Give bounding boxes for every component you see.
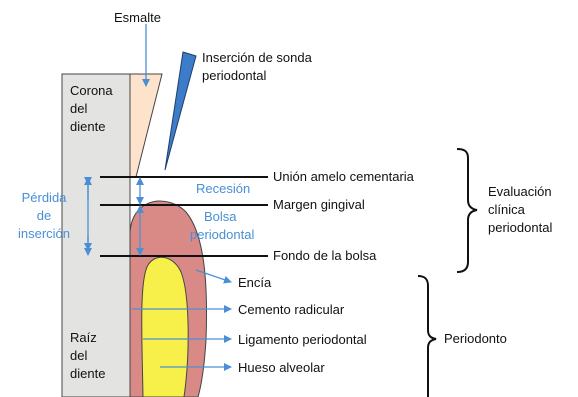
evaluacion-label-line3: periodontal — [488, 220, 552, 235]
corona-label-line3: diente — [70, 119, 105, 134]
periodontal-probe — [164, 51, 197, 171]
margen-label: Margen gingival — [273, 197, 365, 212]
cej-label: Unión amelo cementaria — [273, 169, 415, 184]
raiz-label-line3: diente — [70, 366, 105, 381]
probe-label-line1: Inserción de sonda — [202, 50, 313, 65]
corona-label-line1: Corona — [70, 83, 113, 98]
esmalte-label: Esmalte — [114, 10, 161, 25]
encia-label: Encía — [238, 275, 272, 290]
fondo-label: Fondo de la bolsa — [273, 248, 377, 263]
perdida-label-line3: inserción — [18, 226, 70, 241]
raiz-label-line2: del — [70, 348, 87, 363]
bolsa-label-line1: Bolsa — [204, 209, 237, 224]
evaluacion-label-line1: Evaluación — [488, 184, 552, 199]
evaluacion-bracket — [456, 148, 478, 273]
cemento-label: Cemento radicular — [238, 302, 345, 317]
periodonto-label: Periodonto — [444, 331, 507, 346]
hueso-label: Hueso alveolar — [238, 360, 325, 375]
encia-arrow — [195, 269, 232, 284]
perdida-label-line1: Pérdida — [22, 190, 68, 205]
probe-label-line2: periodontal — [202, 68, 266, 83]
enamel-wedge — [129, 73, 163, 178]
corona-label-line2: del — [70, 101, 87, 116]
evaluacion-label-line2: clínica — [488, 202, 526, 217]
tooth-shape — [61, 73, 131, 397]
ligamento-label: Ligamento periodontal — [238, 332, 367, 347]
perdida-label-line2: de — [37, 208, 51, 223]
periodonto-bracket — [417, 275, 437, 397]
raiz-label-line1: Raíz — [70, 330, 97, 345]
recesion-label: Recesión — [196, 181, 250, 196]
bolsa-label-line2: periodontal — [190, 227, 254, 242]
alveolar-bone-shape — [141, 256, 189, 397]
